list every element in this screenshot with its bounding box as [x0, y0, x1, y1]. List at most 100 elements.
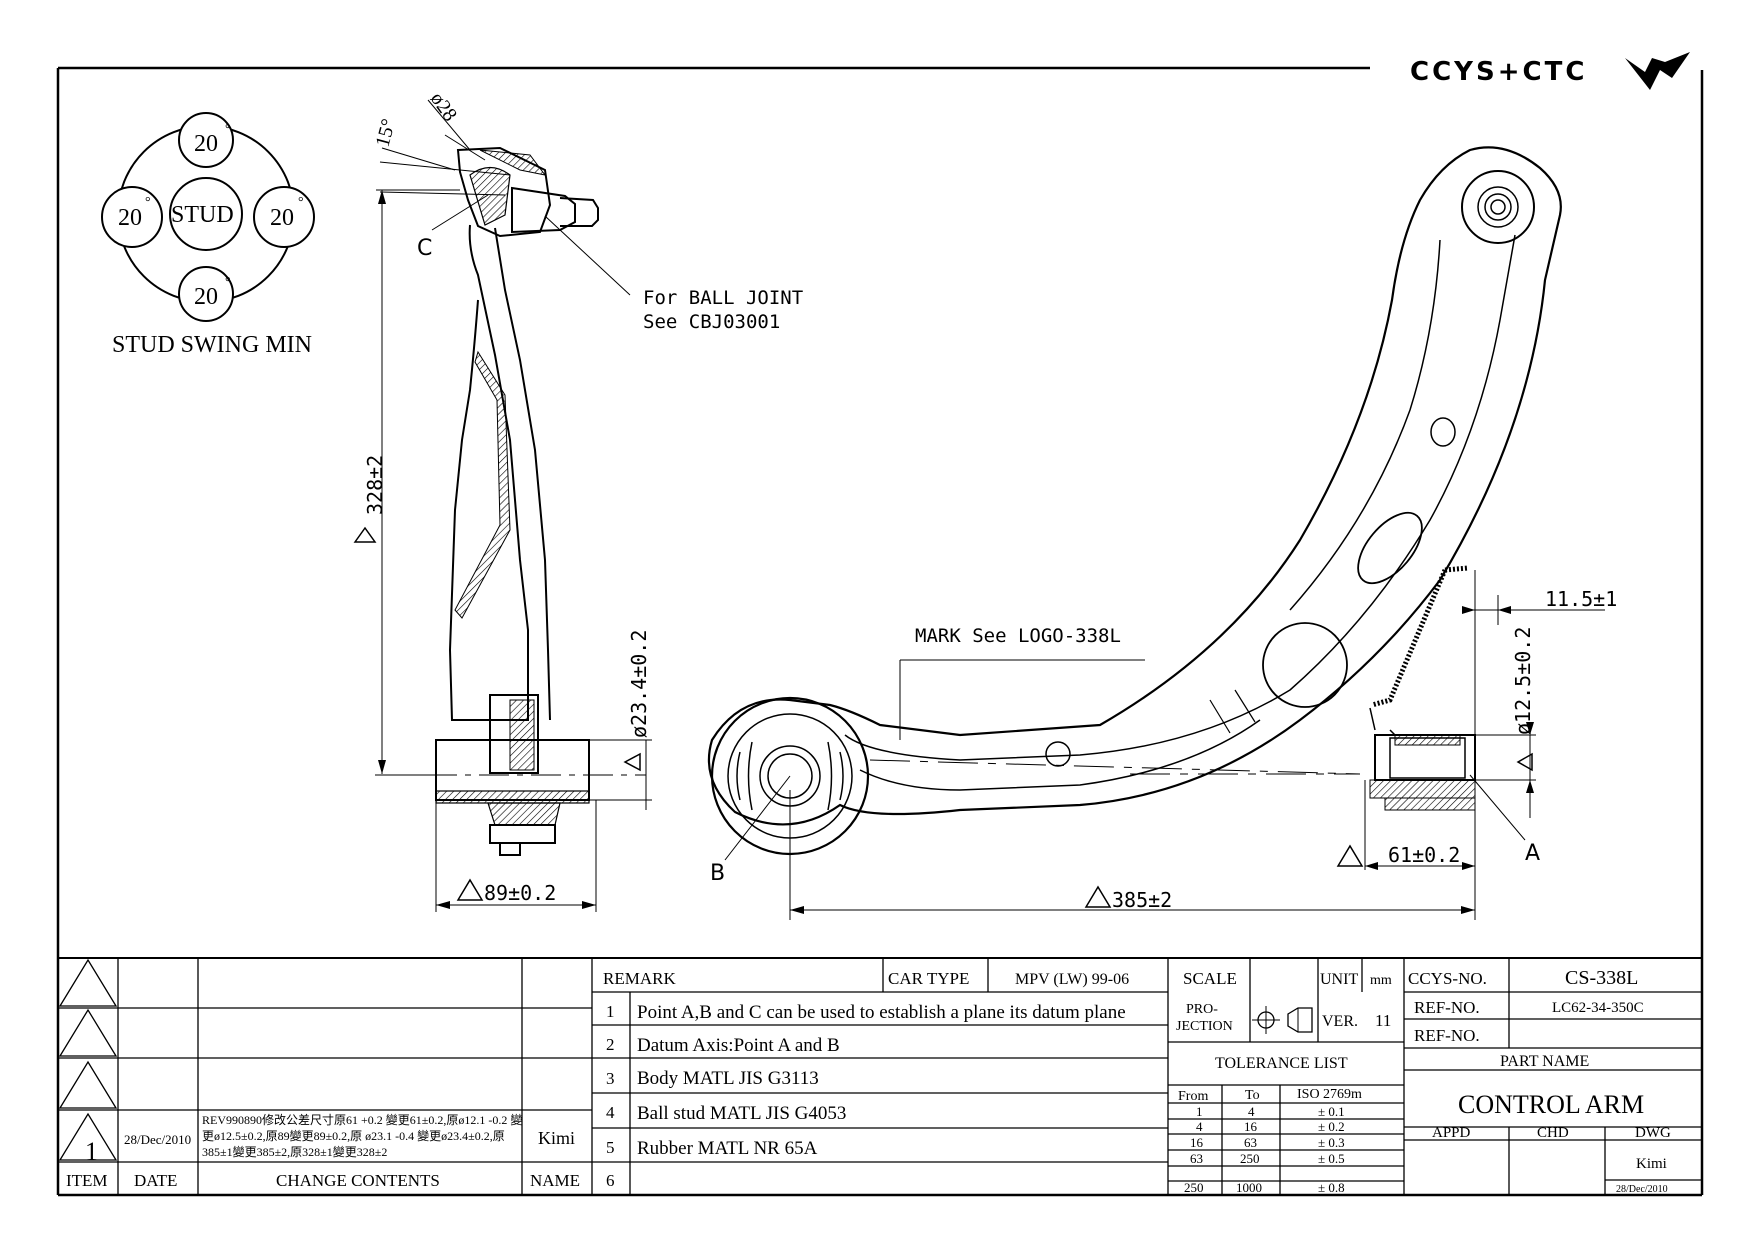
unit-value: mm [1370, 973, 1392, 988]
unit-label: UNIT [1320, 971, 1358, 988]
svg-text:1: 1 [1196, 1104, 1203, 1119]
sheet-border [56, 66, 1704, 1197]
revision-contents-line3: 385±1變更385±2,原328±1變更328±2 [202, 1144, 387, 1159]
svg-text:± 0.1: ± 0.1 [1318, 1104, 1345, 1119]
svg-text:°: ° [225, 275, 231, 290]
svg-text:From: From [1178, 1089, 1208, 1104]
stud-angle-top: 20 [194, 131, 218, 157]
projection-label-2: JECTION [1176, 1019, 1233, 1034]
stud-swing-diagram: 20 ° STUD 20 ° 20 ° 20 ° STUD SWING MIN [101, 112, 315, 358]
remark-2: Datum Axis:Point A and B [637, 1035, 840, 1056]
part-name-value: CONTROL ARM [1458, 1090, 1644, 1119]
stud-swing-caption: STUD SWING MIN [112, 332, 312, 358]
svg-text:5: 5 [606, 1138, 615, 1157]
revision-item: 1 [85, 1137, 98, 1166]
stud-angle-bottom: 20 [194, 284, 218, 310]
drawn-by: Kimi [1636, 1156, 1667, 1172]
part-name-label: PART NAME [1500, 1053, 1589, 1070]
length-dimension: 385±2 [1112, 888, 1172, 912]
revision-date: 28/Dec/2010 [124, 1132, 191, 1147]
height-dimension: 328±2 [363, 455, 387, 515]
header-date: DATE [134, 1171, 177, 1190]
svg-text:1000: 1000 [1236, 1180, 1262, 1195]
car-type-value: MPV (LW) 99-06 [1015, 971, 1129, 988]
svg-text:4: 4 [1196, 1119, 1203, 1134]
svg-text:ISO 2769m: ISO 2769m [1297, 1087, 1362, 1102]
car-type-label: CAR TYPE [888, 969, 969, 988]
revision-contents-line1: REV990890修改公差尺寸原61 +0.2 變更61±0.2,原ø12.1 … [202, 1112, 522, 1127]
svg-text:°: ° [298, 195, 304, 210]
brand-mark-icon [1625, 52, 1690, 90]
point-b-label: B [710, 861, 725, 886]
svg-text:3: 3 [606, 1069, 615, 1088]
svg-text:4: 4 [606, 1103, 615, 1122]
side-ball-diameter-label: ø28 [426, 88, 461, 125]
svg-text:To: To [1245, 1088, 1260, 1103]
svg-text:± 0.2: ± 0.2 [1318, 1119, 1345, 1134]
projection-label-1: PRO- [1186, 1002, 1218, 1017]
ball-joint-note: For BALL JOINT See CBJ03001 [544, 215, 803, 333]
appd-label: APPD [1432, 1125, 1471, 1141]
projection-symbol-icon [1252, 1006, 1313, 1034]
brand-logo: CCYS+CTC [1410, 52, 1690, 90]
plan-width-dimension: 61±0.2 [1388, 843, 1460, 867]
drawn-date: 28/Dec/2010 [1616, 1184, 1668, 1195]
remark-label: REMARK [603, 969, 676, 988]
svg-text:16: 16 [1190, 1135, 1204, 1150]
offset-dimension: 11.5±1 [1545, 587, 1617, 611]
side-angle-label: 15° [372, 117, 400, 150]
revision-name: Kimi [538, 1128, 575, 1148]
ref-no-label-2: REF-NO. [1414, 1026, 1480, 1045]
stud-angle-right: 20 [270, 205, 294, 231]
remark-1: Point A,B and C can be used to establish… [637, 1002, 1126, 1023]
chd-label: CHD [1537, 1125, 1569, 1141]
header-item: ITEM [66, 1171, 108, 1190]
svg-text:63: 63 [1244, 1135, 1257, 1150]
svg-text:250: 250 [1184, 1180, 1204, 1195]
svg-text:1: 1 [606, 1002, 615, 1021]
title-block-grid [58, 958, 1702, 1195]
point-c-label: C [417, 236, 432, 261]
ccys-no-label: CCYS-NO. [1408, 969, 1487, 988]
svg-text:250: 250 [1240, 1151, 1260, 1166]
stud-angle-left: 20 [118, 205, 142, 231]
title-block-info: CCYS-NO. CS-338L REF-NO. LC62-34-350C RE… [1408, 967, 1671, 1195]
remark-5: Rubber MATL NR 65A [637, 1138, 818, 1159]
dwg-label: DWG [1635, 1125, 1671, 1141]
scale-label: SCALE [1183, 969, 1237, 988]
svg-text:°: ° [145, 195, 151, 210]
header-change-contents: CHANGE CONTENTS [276, 1171, 440, 1190]
header-name: NAME [530, 1171, 580, 1190]
revision-contents-line2: 更ø12.5±0.2,原89變更89±0.2,原 ø23.1 -0.4 變更ø2… [202, 1128, 505, 1143]
plan-dimensions: 385±2 61±0.2 11.5±1 ø12.5±0.2 [789, 570, 1617, 920]
svg-text:°: ° [225, 122, 231, 137]
side-width-dimension: 89±0.2 [484, 881, 556, 905]
version-value: 11 [1375, 1011, 1391, 1030]
tolerance-title: TOLERANCE LIST [1215, 1055, 1348, 1072]
ball-joint-note-line1: For BALL JOINT [643, 287, 803, 309]
svg-text:4: 4 [1248, 1104, 1255, 1119]
remark-3: Body MATL JIS G3113 [637, 1068, 819, 1089]
svg-text:± 0.5: ± 0.5 [1318, 1151, 1345, 1166]
remark-4: Ball stud MATL JIS G4053 [637, 1103, 846, 1124]
svg-text:6: 6 [606, 1171, 615, 1190]
svg-text:± 0.3: ± 0.3 [1318, 1135, 1345, 1150]
ref-no-label-1: REF-NO. [1414, 998, 1480, 1017]
svg-text:63: 63 [1190, 1151, 1203, 1166]
svg-text:2: 2 [606, 1035, 615, 1054]
svg-text:± 0.8: ± 0.8 [1318, 1180, 1345, 1195]
brand-text: CCYS+CTC [1410, 57, 1587, 87]
svg-text:16: 16 [1244, 1119, 1258, 1134]
spec-table: SCALE UNIT mm PRO- JECTION VER. 11 TOLER… [1176, 969, 1392, 1195]
plan-view: B A MARK See LOGO-338L [707, 146, 1562, 886]
point-a-label: A [1525, 841, 1540, 866]
ball-joint-note-line2: See CBJ03001 [643, 311, 780, 333]
mark-note: MARK See LOGO-338L [915, 625, 1121, 647]
revision-table: 1 28/Dec/2010 REV990890修改公差尺寸原61 +0.2 變更… [66, 1112, 580, 1190]
ccys-no-value: CS-338L [1565, 967, 1638, 989]
version-label: VER. [1322, 1013, 1358, 1030]
stud-label: STUD [171, 202, 234, 228]
side-diameter-dimension: ø23.4±0.2 [627, 630, 651, 738]
remarks-table: REMARK CAR TYPE MPV (LW) 99-06 1 Point A… [603, 969, 1129, 1190]
